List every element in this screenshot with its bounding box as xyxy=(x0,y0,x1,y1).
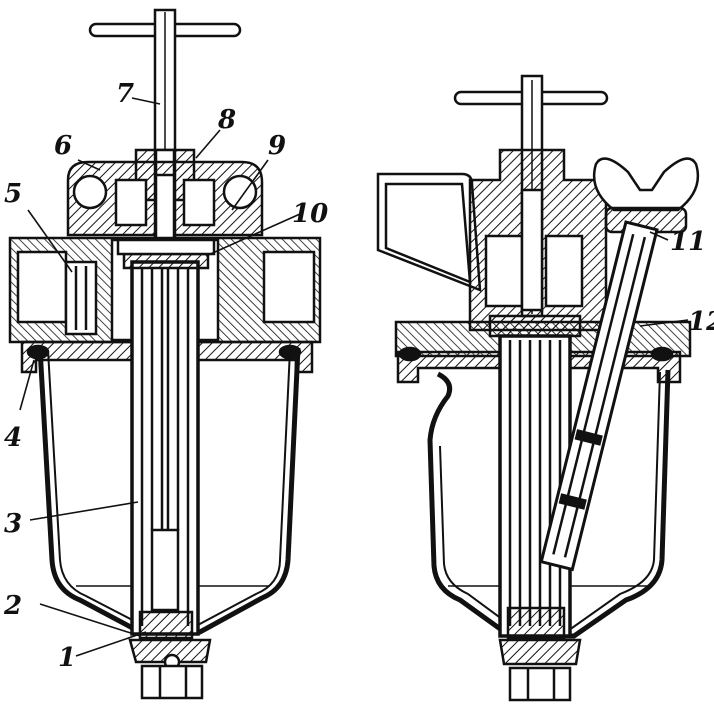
callout-12: 12 xyxy=(688,307,714,337)
callout-labels: 1 2 3 4 5 6 7 8 9 10 11 12 xyxy=(3,79,714,673)
left-leaders xyxy=(19,97,301,657)
left-drain-plug xyxy=(128,638,212,664)
callout-8: 8 xyxy=(217,105,236,135)
callout-6: 6 xyxy=(54,131,72,161)
right-indicator-tube xyxy=(539,220,659,572)
callout-2: 2 xyxy=(3,591,22,621)
callout-11: 11 xyxy=(670,227,706,257)
right-drain-plug xyxy=(498,638,582,666)
left-port-5 xyxy=(64,260,98,336)
left-element-bottom xyxy=(138,610,194,640)
right-wing-nut xyxy=(592,157,700,212)
callout-3: 3 xyxy=(4,509,22,539)
callout-10: 10 xyxy=(292,199,328,229)
callout-5: 5 xyxy=(4,179,22,209)
right-view xyxy=(376,74,700,702)
callout-4: 4 xyxy=(4,423,22,453)
callout-9: 9 xyxy=(268,131,286,161)
callout-1: 1 xyxy=(58,643,76,673)
left-view xyxy=(8,8,322,700)
left-element-cap xyxy=(122,252,210,270)
right-bowl xyxy=(427,369,671,639)
callout-7: 7 xyxy=(116,79,134,109)
right-leaders xyxy=(639,231,689,327)
